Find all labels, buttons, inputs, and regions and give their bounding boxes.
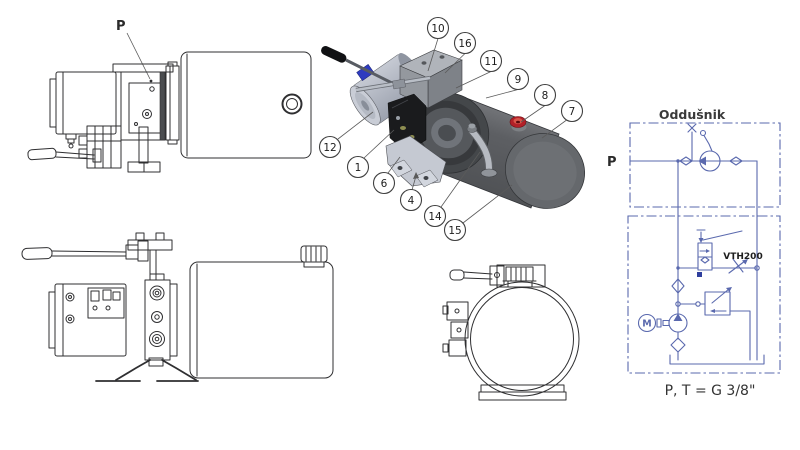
power-unit-enclosure-box <box>627 215 781 374</box>
base-foot-outline <box>478 384 567 401</box>
motor-outline-2 <box>48 283 127 357</box>
svg-text:7: 7 <box>569 106 576 118</box>
throttle-model-label: VTH200 <box>723 252 762 262</box>
callout-7: 7 <box>560 99 584 123</box>
hand-pump-circuit <box>629 129 758 172</box>
view-side-top: P <box>27 19 312 173</box>
callouts: 10 16 11 9 8 7 12 1 6 4 14 15 <box>318 16 584 242</box>
tank-outline <box>180 51 312 159</box>
tank-outline-2 <box>189 245 334 379</box>
svg-text:15: 15 <box>448 225 461 237</box>
side-fittings-outline <box>442 301 469 357</box>
tank-end-outline <box>464 281 580 397</box>
hand-pump-enclosure-box <box>629 122 781 208</box>
svg-text:11: 11 <box>484 56 497 68</box>
breather-screw <box>421 61 427 65</box>
view-side-bottom <box>21 232 334 382</box>
svg-text:6: 6 <box>381 178 388 190</box>
pump-symbol <box>668 313 688 333</box>
breather-symbol <box>687 123 697 162</box>
check-valve-icon <box>671 278 685 294</box>
callout-8: 8 <box>533 83 557 107</box>
svg-text:14: 14 <box>428 211 442 223</box>
callout-leaders <box>337 38 569 224</box>
flange-plate-outline <box>165 61 180 145</box>
svg-text:10: 10 <box>431 23 444 35</box>
svg-text:16: 16 <box>458 38 472 50</box>
callout-14: 14 <box>423 204 447 228</box>
port-p-label: P <box>116 19 126 34</box>
view-isometric: 10 16 11 9 8 7 12 1 6 4 14 15 <box>318 16 586 242</box>
release-valve-symbol <box>677 229 758 277</box>
relief-valve-symbol <box>704 287 751 361</box>
callout-12: 12 <box>318 135 342 159</box>
tank-symbol <box>669 354 765 365</box>
callout-10: 10 <box>426 16 450 40</box>
callout-15: 15 <box>443 218 467 242</box>
svg-text:9: 9 <box>515 74 522 86</box>
svg-text:4: 4 <box>408 195 415 207</box>
motor-symbol: M <box>637 313 670 333</box>
hand-pump-outline <box>27 125 161 173</box>
tank-3d <box>404 92 586 209</box>
valve-block-3d <box>399 49 463 109</box>
callout-9: 9 <box>506 67 530 91</box>
check-valve-icon <box>729 156 743 166</box>
suction-filter-symbol <box>670 337 686 353</box>
motor-outline <box>49 71 117 149</box>
filler-cap <box>509 116 527 132</box>
breather-label: Oddušnik <box>659 107 726 122</box>
svg-text:8: 8 <box>542 90 549 102</box>
top-plate-outline <box>496 264 546 288</box>
mounting-bracket-3d <box>385 135 447 188</box>
view-hydraulic-schematic: Oddušnik P <box>607 107 781 399</box>
motor-letter: M <box>642 319 651 330</box>
view-end <box>442 264 580 401</box>
ports-note-label: P, T = G 3/8" <box>665 383 756 399</box>
lever-grip <box>321 46 347 63</box>
suction-tube <box>466 123 498 178</box>
filler-cap-outline <box>300 245 328 268</box>
callout-4: 4 <box>399 188 423 212</box>
hand-pump-symbol <box>698 129 721 172</box>
block-screw <box>439 55 445 59</box>
throttle-valve-symbol <box>728 258 760 274</box>
check-valve-icon <box>679 156 693 166</box>
callout-1: 1 <box>346 155 370 179</box>
port-block-outline <box>144 273 178 361</box>
pump-block-outline <box>112 63 174 141</box>
schematic-port-p-label: P <box>607 155 617 170</box>
folded-lever-outline <box>449 265 505 286</box>
svg-text:12: 12 <box>323 142 336 154</box>
callout-16: 16 <box>453 31 477 55</box>
power-unit-circuit: VTH200 M <box>637 160 765 365</box>
port-p-leader-tip <box>149 79 153 83</box>
callout-6: 6 <box>372 171 396 195</box>
mounting-legs-outline <box>95 357 199 382</box>
release-valve-plug <box>697 272 702 277</box>
port-p-leader-line <box>126 32 151 80</box>
lever-3d <box>321 46 431 93</box>
svg-text:1: 1 <box>355 162 362 174</box>
lever-outline <box>21 232 173 281</box>
callout-11: 11 <box>479 49 503 73</box>
